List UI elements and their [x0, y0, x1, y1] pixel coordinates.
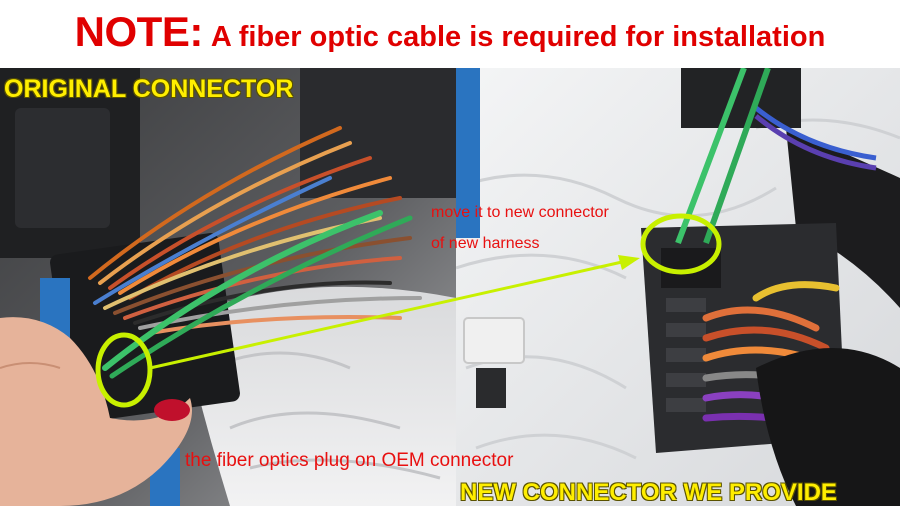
new-connector-illustration [456, 68, 900, 506]
note-text: A fiber optic cable is required for inst… [210, 21, 826, 53]
move-arrow-line [149, 260, 623, 370]
oem-fiber-plug-highlight [95, 332, 153, 408]
new-connector-label: NEW CONNECTOR WE PROVIDE [460, 479, 837, 506]
move-arrow-head [618, 255, 640, 270]
move-instruction-line1: move it to new connector [431, 204, 609, 221]
original-connector-label: ORIGINAL CONNECTOR [4, 75, 294, 103]
note-banner: NOTE:A fiber optic cable is required for… [0, 0, 900, 68]
fiber-plug-label: the fiber optics plug on OEM connector [185, 450, 514, 471]
original-connector-illustration [0, 68, 456, 506]
new-connector-photo [456, 68, 900, 506]
original-connector-photo [0, 68, 456, 506]
note-label: NOTE: [74, 8, 204, 55]
move-instruction-line2: of new harness [431, 235, 540, 252]
new-connector-slot-highlight [640, 213, 722, 275]
